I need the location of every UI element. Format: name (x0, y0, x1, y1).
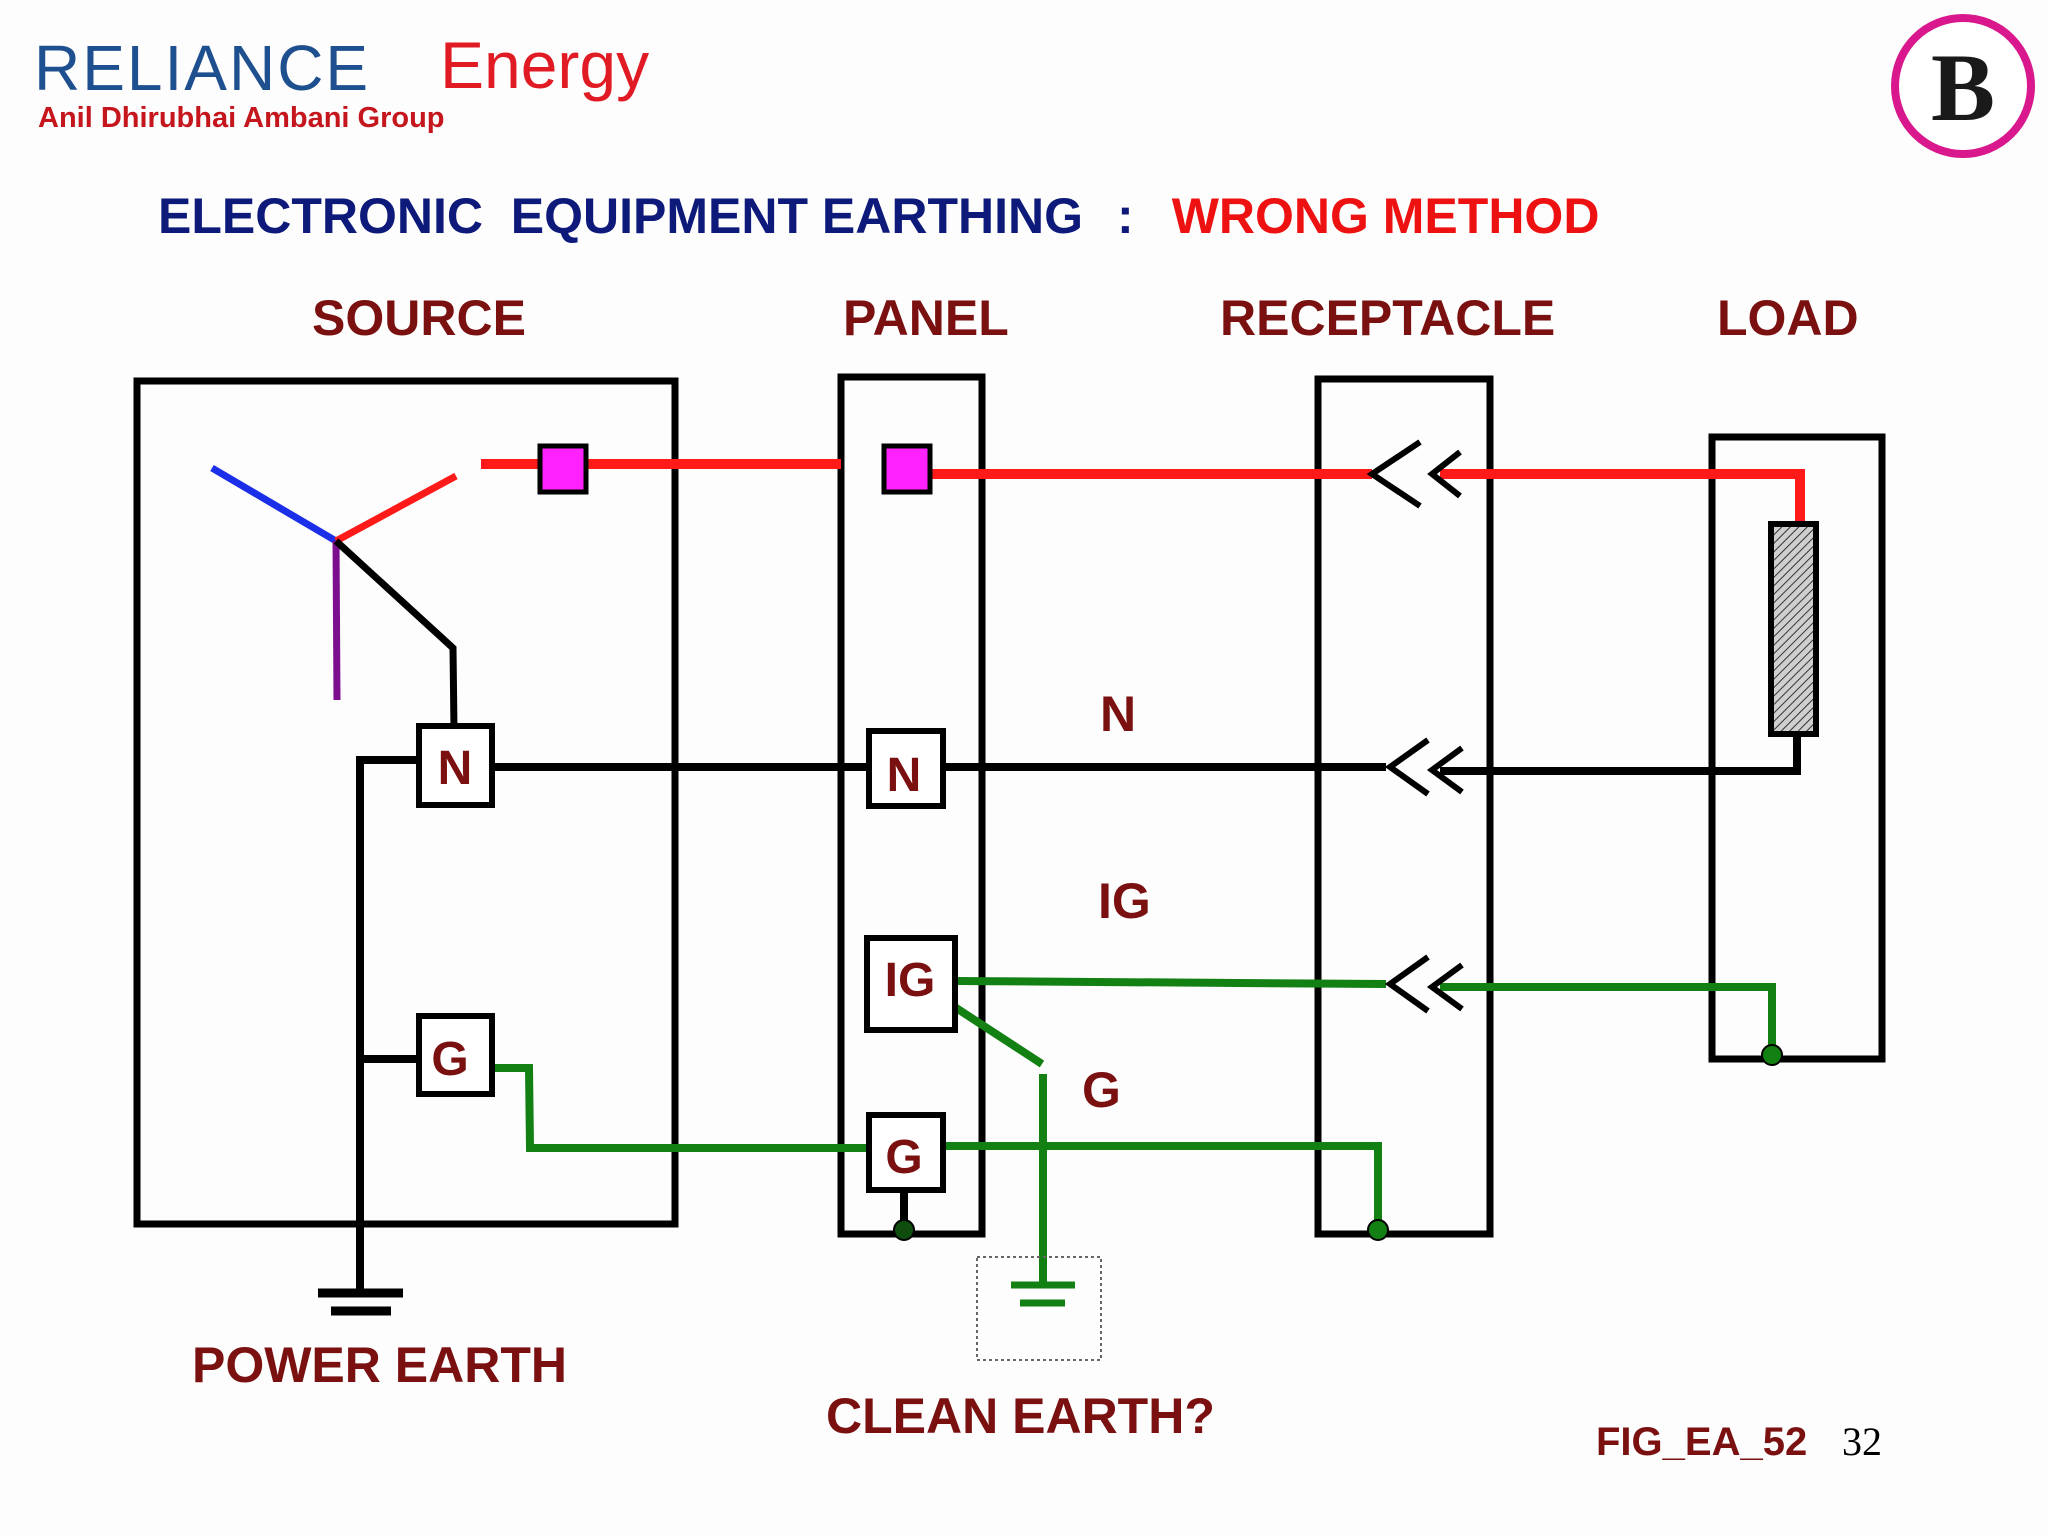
receptacle-box (1314, 375, 1494, 1238)
clean-earth-label: CLEAN EARTH? (826, 1388, 1215, 1444)
page-title: ELECTRONIC EQUIPMENT EARTHING: WRONG METH… (158, 188, 1599, 244)
live-wire (481, 459, 1805, 524)
power-earth-icon (318, 1288, 403, 1316)
panel-ig-label: IG (885, 954, 936, 1007)
panel-g-label: G (885, 1131, 922, 1184)
heading-load: LOAD (1717, 290, 1859, 346)
source-g-terminal: G (416, 1013, 495, 1097)
panel-g-terminal: G (866, 1112, 946, 1193)
load-box (1708, 433, 1886, 1063)
brand-name-main: RELIANCE (34, 32, 370, 104)
source-g-label: G (431, 1033, 468, 1086)
wire-label-g: G (1082, 1062, 1121, 1118)
neutral-wire (356, 734, 1801, 1293)
figure-id: FIG_EA_52 (1596, 1420, 1807, 1464)
panel-n-terminal: N (866, 728, 946, 809)
panel-fuse (881, 443, 933, 495)
receptacle-ground-junction (1367, 1219, 1389, 1241)
panel-n-label: N (887, 749, 922, 802)
source-star-winding (210, 464, 458, 731)
title-part2: WRONG METHOD (1172, 188, 1600, 244)
brand-name-energy: Energy (440, 28, 649, 102)
heading-source: SOURCE (312, 290, 526, 346)
clean-earth-dotted-box (976, 1256, 1102, 1361)
heading-receptacle: RECEPTACLE (1220, 290, 1555, 346)
power-earth-label: POWER EARTH (192, 1337, 567, 1393)
source-fuse (537, 443, 589, 495)
brand-logo: RELIANCE Energy Anil Dhirubhai Ambani Gr… (34, 28, 649, 134)
source-n-terminal: N (416, 723, 495, 808)
badge-letter: B (1931, 34, 1995, 141)
receptacle-neutral-contact-icon (1384, 737, 1464, 797)
heading-panel: PANEL (843, 290, 1009, 346)
isolated-ground-wire (944, 977, 1776, 1285)
load-resistor (1768, 521, 1819, 737)
wire-label-ig: IG (1098, 873, 1151, 929)
load-ground-junction (1761, 1044, 1783, 1066)
badge-logo: B (1891, 14, 2035, 158)
panel-ig-terminal: IG (864, 935, 958, 1033)
wire-label-n: N (1100, 686, 1136, 742)
page-number: 32 (1842, 1419, 1882, 1464)
receptacle-ig-contact-icon (1384, 954, 1464, 1014)
brand-group: Anil Dhirubhai Ambani Group (38, 102, 445, 134)
receptacle-live-contact-icon (1366, 439, 1462, 509)
source-box (133, 377, 679, 1228)
panel-ground-junction (893, 1219, 915, 1241)
title-separator: : (1117, 188, 1134, 244)
source-n-label: N (438, 742, 473, 795)
clean-earth-icon (1011, 1281, 1075, 1307)
title-part1: ELECTRONIC EQUIPMENT EARTHING (158, 188, 1083, 244)
